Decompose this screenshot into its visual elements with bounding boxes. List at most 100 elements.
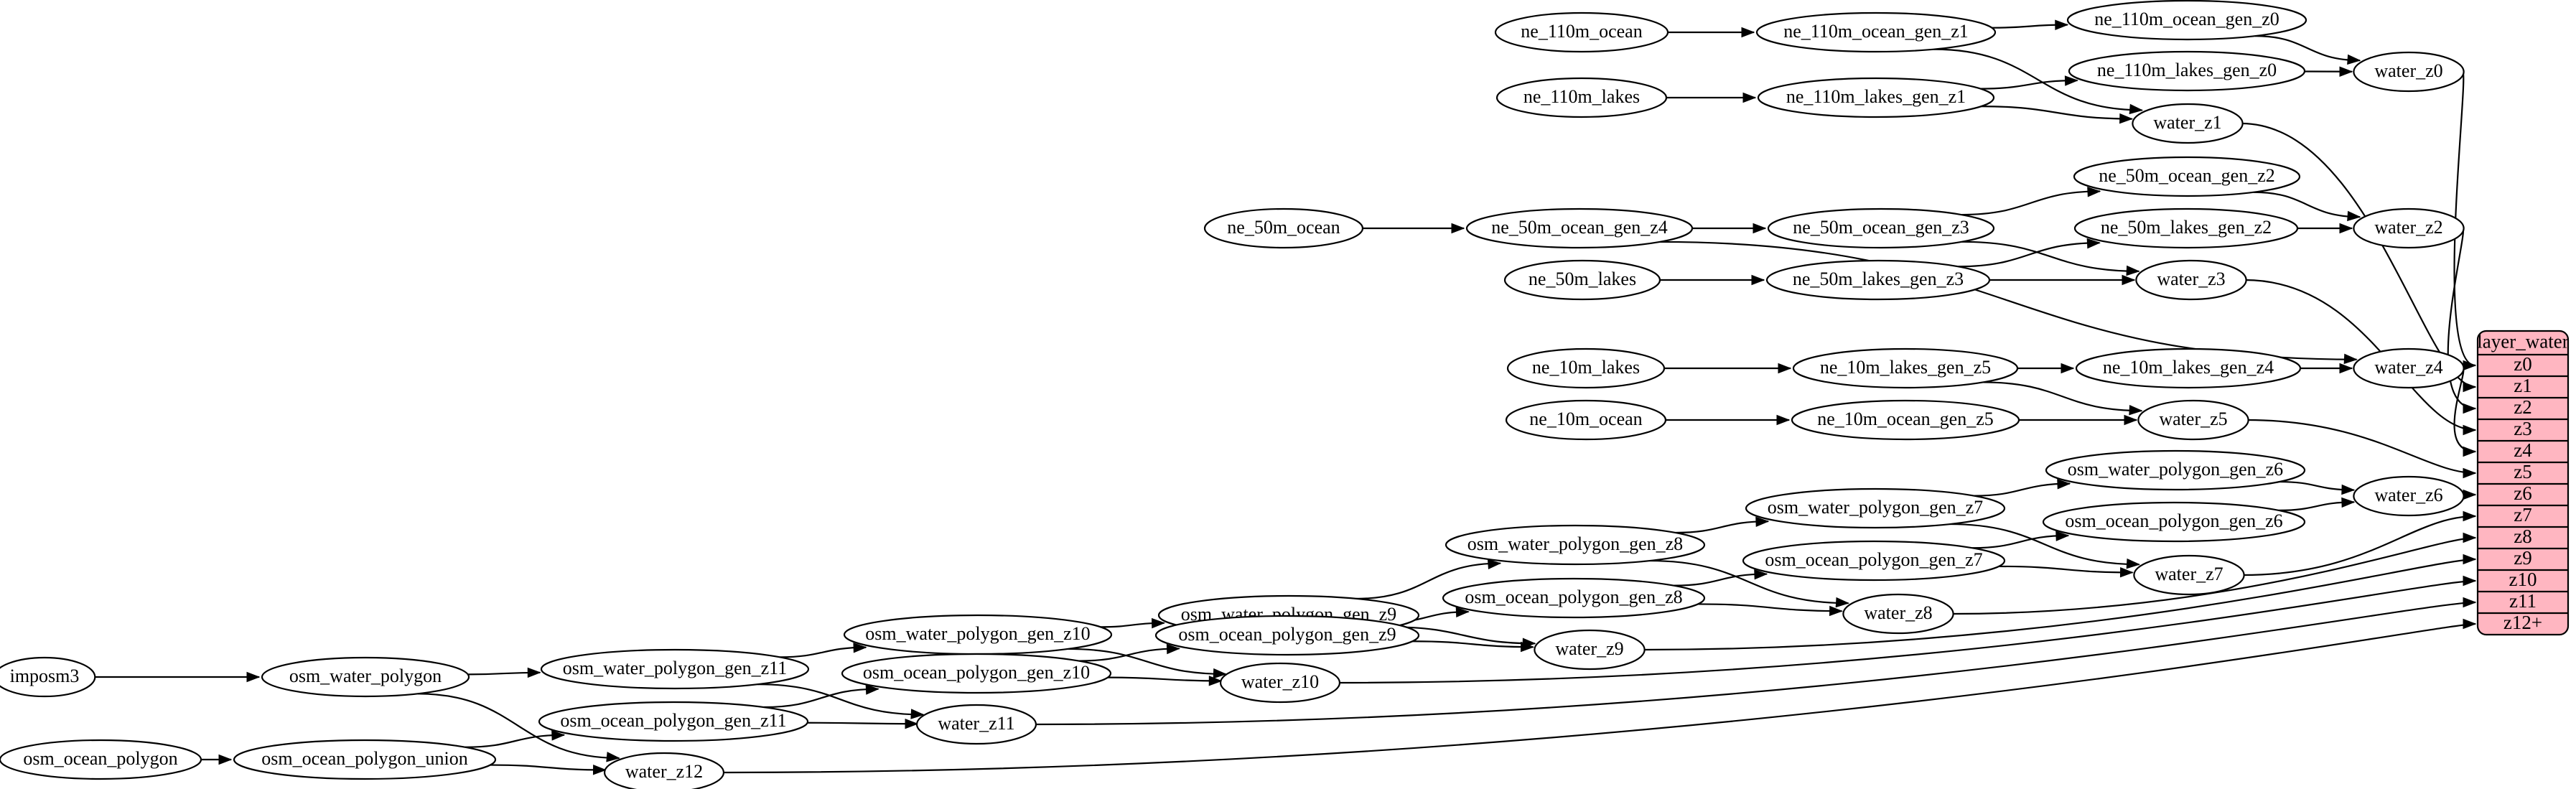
node-shape <box>603 752 725 789</box>
edge-arrowhead <box>2463 424 2477 436</box>
node-ne_50m_lakes_gen_z2[interactable]: ne_50m_lakes_gen_z2 <box>2073 207 2299 249</box>
node-osm_ocean_polygon_gen_z10[interactable]: osm_ocean_polygon_gen_z10 <box>841 653 1112 694</box>
node-osm_ocean_polygon_gen_z9[interactable]: osm_ocean_polygon_gen_z9 <box>1154 615 1420 656</box>
node-shape <box>233 739 497 780</box>
node-water_z7[interactable]: water_z7 <box>2133 554 2245 596</box>
node-ne_50m_ocean[interactable]: ne_50m_ocean <box>1203 207 1364 249</box>
edge-ne_10m_lakes_gen_z5-to-water_z5 <box>1983 381 2142 412</box>
node-shape <box>2353 207 2465 249</box>
node-water_z10[interactable]: water_z10 <box>1219 662 1341 704</box>
edge-water_z8-to-table-z8 <box>1951 536 2476 615</box>
node-water_z12[interactable]: water_z12 <box>603 752 725 789</box>
node-ne_110m_lakes_gen_z1[interactable]: ne_110m_lakes_gen_z1 <box>1757 77 1995 118</box>
edge-arrowhead <box>2055 531 2070 541</box>
edge-arrowhead <box>1751 274 1765 286</box>
node-water_z8[interactable]: water_z8 <box>1842 593 1954 635</box>
node-water_z9[interactable]: water_z9 <box>1534 629 1646 671</box>
edge-arrowhead <box>2463 446 2477 457</box>
node-water_z0[interactable]: water_z0 <box>2353 51 2465 93</box>
edge-arrowhead <box>1487 559 1502 570</box>
edge-ne_50m_ocean_gen_z4-to-water_z4 <box>1660 241 2357 360</box>
node-shape <box>1506 347 1666 389</box>
node-shape <box>1742 540 2006 582</box>
node-osm_ocean_polygon[interactable]: osm_ocean_polygon <box>0 739 202 780</box>
edge-ne_110m_lakes_gen_z1-to-water_z1 <box>1981 106 2132 120</box>
node-water_z6[interactable]: water_z6 <box>2353 475 2465 517</box>
node-water_z11[interactable]: water_z11 <box>915 704 1037 745</box>
edge-osm_water_polygon_gen_z11-to-osm_water_polygon_gen_z10 <box>780 646 867 658</box>
edge-arrowhead <box>2463 554 2477 565</box>
node-ne_10m_lakes_gen_z4[interactable]: ne_10m_lakes_gen_z4 <box>2075 347 2302 389</box>
node-ne_10m_ocean[interactable]: ne_10m_ocean <box>1505 399 1667 441</box>
node-shape <box>1792 347 2019 389</box>
node-ne_110m_ocean_gen_z1[interactable]: ne_110m_ocean_gen_z1 <box>1755 11 1997 53</box>
edge-osm_ocean_polygon_gen_z7-to-osm_ocean_polygon_gen_z6 <box>1972 534 2068 549</box>
edge-arrowhead <box>1741 27 1755 38</box>
node-osm_ocean_polygon_gen_z8[interactable]: osm_ocean_polygon_gen_z8 <box>1442 577 1706 619</box>
node-ne_50m_lakes_gen_z3[interactable]: ne_50m_lakes_gen_z3 <box>1765 259 1991 301</box>
edge-arrowhead <box>2055 19 2069 30</box>
node-water_z4[interactable]: water_z4 <box>2353 347 2465 389</box>
node-ne_50m_ocean_gen_z3[interactable]: ne_50m_ocean_gen_z3 <box>1767 207 1995 249</box>
node-shape <box>841 653 1112 694</box>
node-ne_10m_lakes_gen_z5[interactable]: ne_10m_lakes_gen_z5 <box>1792 347 2019 389</box>
node-shape <box>2068 50 2306 92</box>
node-shape <box>1757 77 1995 118</box>
node-shape <box>1219 662 1341 704</box>
node-osm_water_polygon_gen_z7[interactable]: osm_water_polygon_gen_z7 <box>1745 487 2006 529</box>
edge-arrowhead <box>1151 617 1166 629</box>
node-osm_water_polygon_gen_z6[interactable]: osm_water_polygon_gen_z6 <box>2045 449 2306 491</box>
edge-osm_water_polygon_gen_z10-to-water_z10 <box>1068 648 1226 676</box>
edge-arrowhead <box>910 709 925 719</box>
node-osm_ocean_polygon_gen_z11[interactable]: osm_ocean_polygon_gen_z11 <box>538 701 809 742</box>
node-water_z2[interactable]: water_z2 <box>2353 207 2465 249</box>
node-ne_10m_lakes[interactable]: ne_10m_lakes <box>1506 347 1666 389</box>
node-ne_50m_ocean_gen_z4[interactable]: ne_50m_ocean_gen_z4 <box>1465 207 1694 249</box>
edge-arrowhead <box>2119 113 2134 124</box>
node-ne_10m_ocean_gen_z5[interactable]: ne_10m_ocean_gen_z5 <box>1791 399 2020 441</box>
node-osm_ocean_polygon_gen_z6[interactable]: osm_ocean_polygon_gen_z6 <box>2042 501 2306 543</box>
node-water_z5[interactable]: water_z5 <box>2137 399 2249 441</box>
node-ne_50m_ocean_gen_z2[interactable]: ne_50m_ocean_gen_z2 <box>2073 156 2301 197</box>
node-ne_50m_lakes[interactable]: ne_50m_lakes <box>1503 259 1661 301</box>
node-ne_110m_lakes[interactable]: ne_110m_lakes <box>1495 77 1668 118</box>
edge-arrowhead <box>2463 403 2477 414</box>
node-osm_ocean_polygon_gen_z7[interactable]: osm_ocean_polygon_gen_z7 <box>1742 540 2006 582</box>
edge-arrowhead <box>2119 566 2134 578</box>
edge-arrowhead <box>2061 363 2075 374</box>
edge-osm_ocean_polygon_gen_z9-to-water_z9 <box>1412 640 1534 648</box>
node-osm_ocean_polygon_union[interactable]: osm_ocean_polygon_union <box>233 739 497 780</box>
edge-osm_ocean_polygon_gen_z10-to-water_z10 <box>1107 676 1222 682</box>
edge-arrowhead <box>2339 363 2353 374</box>
node-imposm3[interactable]: imposm3 <box>0 656 96 698</box>
edge-arrowhead <box>1742 92 1757 103</box>
edge-ne_50m_lakes_gen_z3-to-ne_50m_lakes_gen_z2 <box>1958 242 2100 268</box>
edge-arrowhead <box>2341 497 2356 508</box>
edge-arrowhead <box>2057 479 2071 490</box>
node-shape <box>1495 77 1668 118</box>
node-shape <box>1503 259 1661 301</box>
node-water_z1[interactable]: water_z1 <box>2132 103 2244 144</box>
node-osm_water_polygon[interactable]: osm_water_polygon <box>261 656 470 698</box>
layer-water-table-body <box>2476 330 2570 636</box>
edge-arrowhead <box>2124 414 2138 426</box>
node-ne_110m_lakes_gen_z0[interactable]: ne_110m_lakes_gen_z0 <box>2068 50 2306 92</box>
node-shape <box>2137 399 2249 441</box>
node-water_z3[interactable]: water_z3 <box>2135 259 2247 301</box>
node-ne_110m_ocean_gen_z0[interactable]: ne_110m_ocean_gen_z0 <box>2066 0 2307 41</box>
edge-arrowhead <box>246 671 261 683</box>
node-shape <box>2073 156 2301 197</box>
node-osm_water_polygon_gen_z11[interactable]: osm_water_polygon_gen_z11 <box>540 648 810 690</box>
edge-arrowhead <box>1755 516 1770 528</box>
edges-layer <box>85 19 2477 775</box>
edge-arrowhead <box>1835 597 1849 608</box>
node-osm_water_polygon_gen_z8[interactable]: osm_water_polygon_gen_z8 <box>1445 524 1706 566</box>
edge-osm_water_polygon_gen_z7-to-water_z7 <box>1949 523 2139 566</box>
edge-osm_water_polygon_gen_z8-to-osm_water_polygon_gen_z7 <box>1675 520 1768 534</box>
edge-arrowhead <box>1166 643 1180 655</box>
node-shape <box>2073 207 2299 249</box>
node-ne_110m_ocean[interactable]: ne_110m_ocean <box>1494 11 1669 53</box>
edge-ne_110m_ocean_gen_z1-to-water_z1 <box>1933 48 2142 111</box>
node-osm_water_polygon_gen_z10[interactable]: osm_water_polygon_gen_z10 <box>843 614 1113 655</box>
node-shape <box>2075 347 2302 389</box>
